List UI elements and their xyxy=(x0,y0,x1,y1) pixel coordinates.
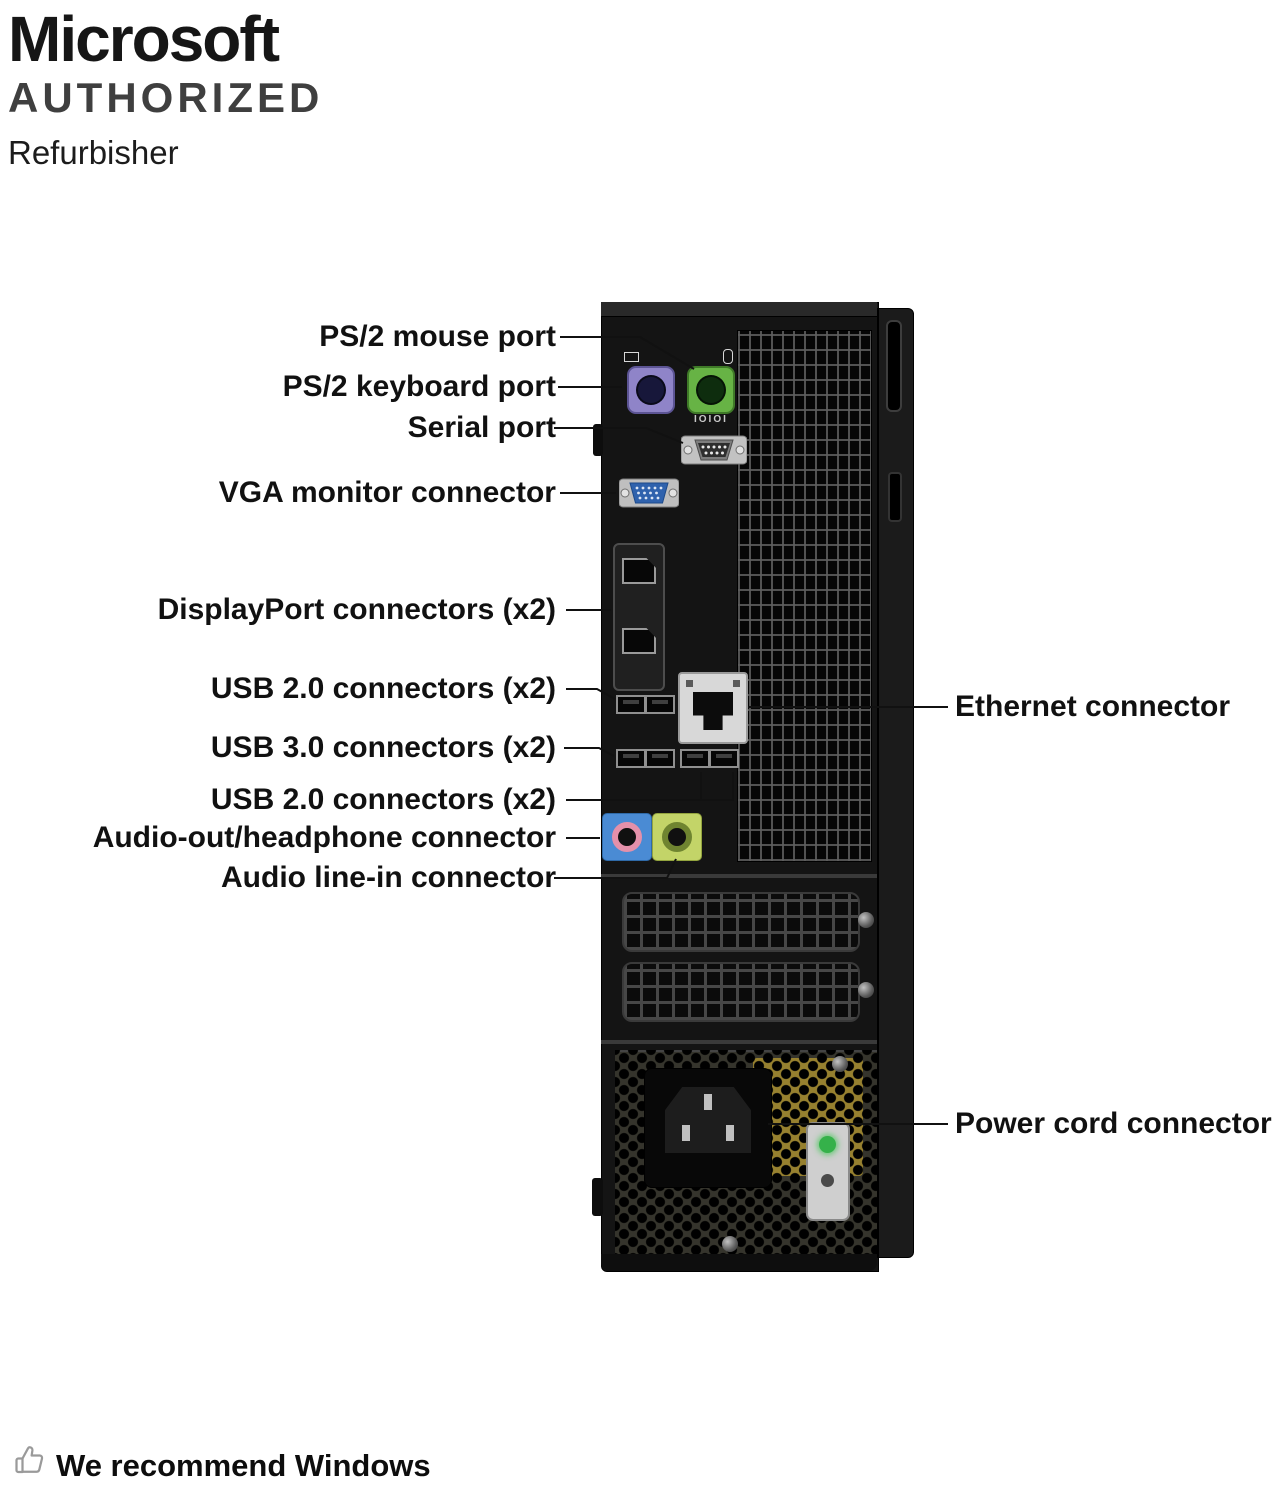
case-tab-lower xyxy=(592,1178,603,1216)
ethernet-led-left xyxy=(686,680,693,687)
displayport-connector-1 xyxy=(622,558,656,584)
microsoft-logo-text: Microsoft xyxy=(8,3,280,75)
flap-hook-slot xyxy=(888,472,902,522)
callout-label-usb3: USB 3.0 connectors (x2) xyxy=(210,731,556,764)
audio-out-hole xyxy=(612,822,642,852)
callout-label-ethernet: Ethernet connector xyxy=(955,690,1231,723)
callout-label-displayport: DisplayPort connectors (x2) xyxy=(157,593,556,626)
callout-label-ps2-mouse-port: PS/2 mouse port xyxy=(319,320,556,353)
callout-label-power-cord: Power cord connector xyxy=(955,1107,1272,1140)
vga-port xyxy=(619,478,679,508)
usb-tongue xyxy=(716,754,732,758)
audio-line-in-jack xyxy=(652,813,702,861)
slot-screw-2 xyxy=(858,982,874,998)
serial-port xyxy=(681,435,747,465)
ethernet-jack-opening xyxy=(693,692,733,730)
callout-label-audio-out: Audio-out/headphone connector xyxy=(92,821,556,854)
usb2-port-1 xyxy=(616,695,646,714)
usb-tongue xyxy=(687,754,703,758)
power-pin-neutral xyxy=(726,1125,734,1141)
ps2-keyboard-hole xyxy=(636,375,666,405)
authorized-text: AUTHORIZED xyxy=(8,74,324,121)
callout-label-usb2-upper: USB 2.0 connectors (x2) xyxy=(210,672,556,705)
callout-label-ps2-keyboard-port: PS/2 keyboard port xyxy=(282,370,556,403)
tower-side-flap xyxy=(877,308,914,1258)
power-pin-live xyxy=(682,1125,690,1141)
psu-status-led xyxy=(819,1136,836,1153)
psu-test-button xyxy=(821,1174,834,1187)
callout-label-audio-in: Audio line-in connector xyxy=(221,861,556,894)
ps2-mouse-hole xyxy=(696,375,726,405)
usb-tongue xyxy=(623,754,639,758)
audio-in-hole xyxy=(662,822,692,852)
ethernet-port xyxy=(678,672,748,744)
case-tab-upper xyxy=(593,424,603,456)
expansion-slot-cover-2 xyxy=(622,962,860,1022)
usb2-port-4 xyxy=(709,749,739,768)
usb2-port-2 xyxy=(645,695,675,714)
recommendation-text: We recommend Windows xyxy=(56,1448,431,1483)
panel-seam-upper xyxy=(601,874,877,878)
serial-port-marking: IOIOI xyxy=(694,414,728,425)
vent-grille xyxy=(737,330,872,862)
ps2-mouse-port xyxy=(687,366,735,414)
tower-top-edge xyxy=(601,302,877,317)
thumbs-up-icon xyxy=(12,1442,48,1483)
panel-seam-lower xyxy=(601,1040,877,1044)
audio-out-headphone-jack xyxy=(602,813,652,861)
psu-led-module xyxy=(806,1122,850,1221)
psu-screw-1 xyxy=(832,1056,848,1072)
psu-screw-2 xyxy=(722,1236,738,1252)
usb3-port-1 xyxy=(616,749,646,768)
callout-label-usb2-lower: USB 2.0 connectors (x2) xyxy=(210,783,556,816)
usb-tongue xyxy=(652,754,668,758)
mouse-icon xyxy=(723,349,733,364)
keyboard-icon xyxy=(624,352,639,362)
usb-tongue xyxy=(652,700,668,704)
ethernet-led-right xyxy=(733,680,740,687)
usb2-port-3 xyxy=(680,749,710,768)
slot-screw-1 xyxy=(858,912,874,928)
flap-latch-slot xyxy=(886,320,902,412)
usb-tongue xyxy=(623,700,639,704)
power-inlet-recess xyxy=(665,1087,751,1153)
expansion-slot-cover-1 xyxy=(622,892,860,952)
usb3-port-2 xyxy=(645,749,675,768)
refurbisher-text: Refurbisher xyxy=(8,134,179,171)
displayport-connector-2 xyxy=(622,628,656,654)
power-cord-connector xyxy=(644,1068,772,1188)
callout-label-vga-connector: VGA monitor connector xyxy=(218,476,556,509)
power-pin-earth xyxy=(704,1094,712,1110)
callout-label-serial-port: Serial port xyxy=(407,411,556,444)
ps2-keyboard-port xyxy=(627,366,675,414)
tower-bottom-edge xyxy=(601,1254,877,1271)
